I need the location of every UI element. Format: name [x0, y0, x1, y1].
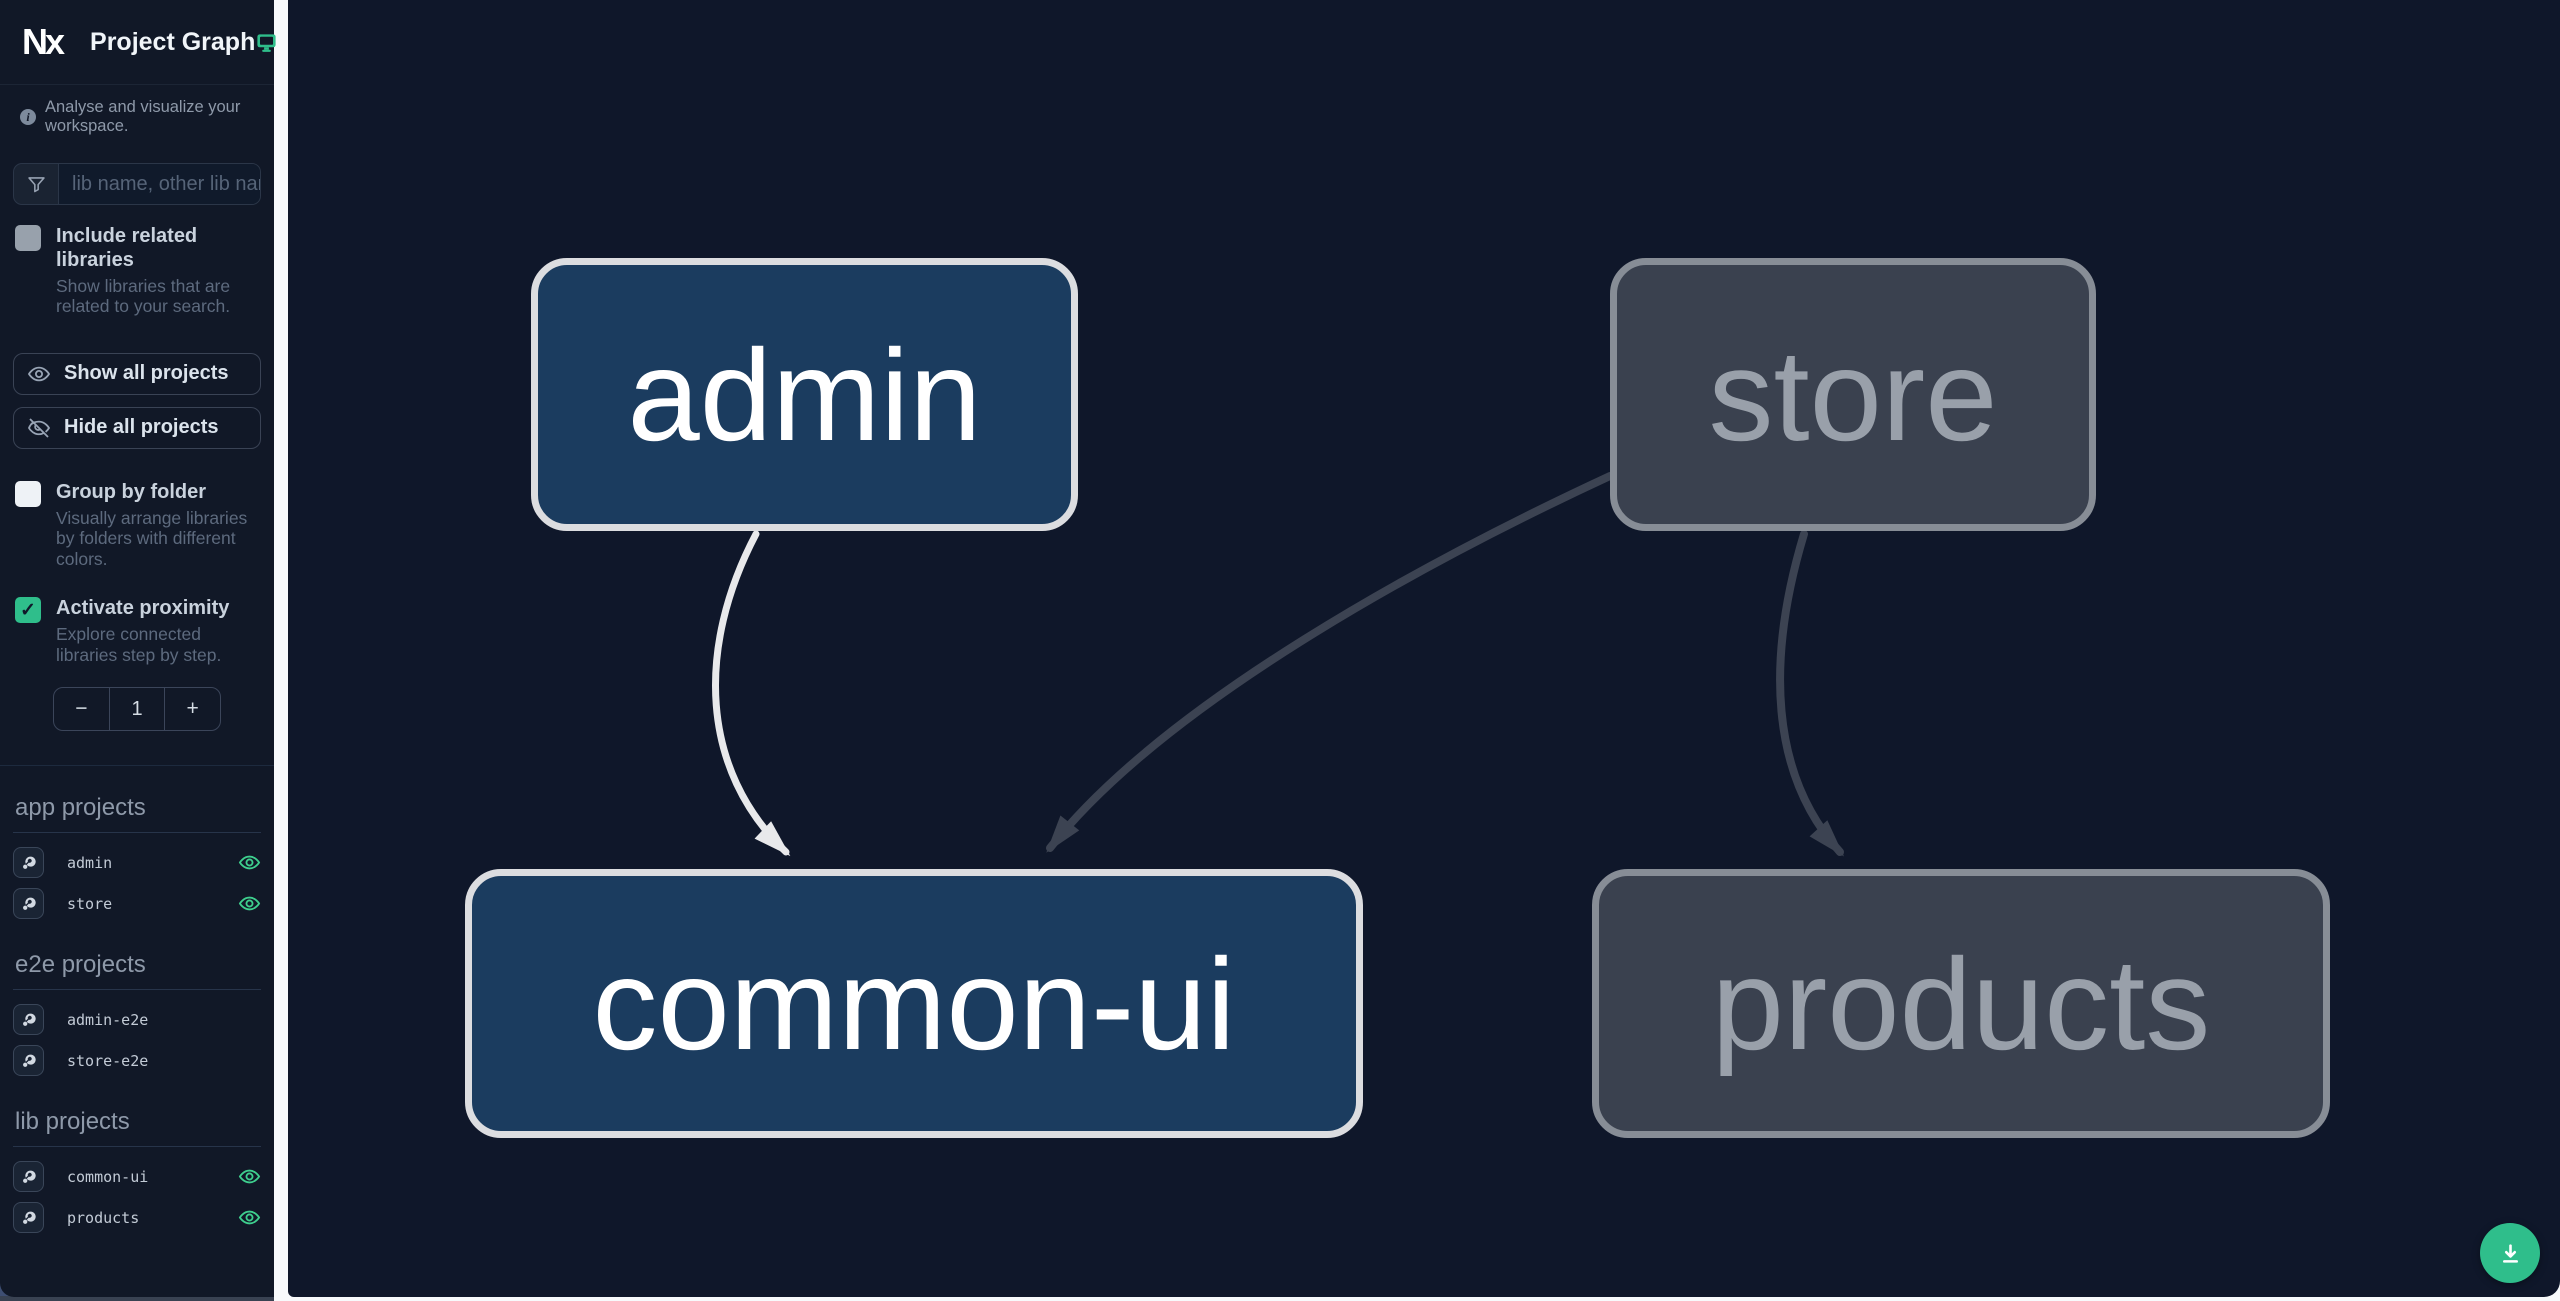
project-row: products — [13, 1197, 261, 1238]
include-related-label: Include related libraries — [56, 225, 198, 271]
project-section: e2e projects admin-e2e store-e2e — [13, 951, 261, 1081]
graph-node-common-ui[interactable]: common-ui — [465, 869, 1363, 1138]
graph-node-products[interactable]: products — [1592, 869, 2330, 1138]
project-search — [13, 163, 261, 205]
activate-proximity-label: Activate proximity — [56, 597, 230, 620]
graph-edges — [712, 472, 1845, 857]
eye-slash-icon — [27, 416, 51, 440]
eye-icon — [27, 362, 51, 386]
focus-project-icon[interactable] — [13, 1202, 44, 1234]
project-name: store-e2e — [67, 1051, 149, 1070]
graph-node-label: common-ui — [592, 930, 1236, 1077]
graph-node-label: admin — [627, 321, 982, 468]
project-name: admin-e2e — [67, 1010, 149, 1029]
project-section-title: lib projects — [13, 1108, 261, 1148]
project-name: common-ui — [67, 1167, 149, 1186]
workspace-hint-text: Analyse and visualize your workspace. — [45, 98, 241, 135]
activate-proximity-description: Explore connected libraries step by step… — [56, 624, 222, 665]
sidebar-bottom-strip — [0, 1296, 274, 1301]
project-row: common-ui — [13, 1156, 261, 1197]
project-row: admin — [13, 842, 261, 883]
project-name: store — [67, 894, 113, 913]
group-by-folder-row: Group by folder Visually arrange librari… — [0, 480, 274, 569]
graph-node-label: products — [1711, 930, 2211, 1077]
include-related-description: Show libraries that are related to your … — [56, 276, 231, 317]
project-section-title: app projects — [13, 794, 261, 834]
graph-edge-admin-common-ui — [712, 530, 791, 857]
group-by-folder-description: Visually arrange libraries by folders wi… — [56, 507, 248, 569]
focus-project-icon[interactable] — [13, 1004, 44, 1036]
project-name: products — [67, 1208, 140, 1227]
show-all-projects-label: Show all projects — [64, 362, 229, 385]
filter-funnel-icon — [14, 164, 58, 204]
eye-icon[interactable] — [238, 1165, 261, 1188]
project-section: lib projects common-ui products — [13, 1108, 261, 1238]
nx-logo: Nx — [22, 21, 65, 62]
graph-canvas[interactable]: admin store common-ui products — [288, 0, 2560, 1297]
eye-icon[interactable] — [238, 851, 261, 874]
eye-icon[interactable] — [238, 892, 261, 915]
show-all-projects-button[interactable]: Show all projects — [13, 352, 261, 395]
sidebar: Nx Project Graph i Analyse and visualize… — [0, 0, 276, 1297]
graph-edge-store-products — [1776, 530, 1845, 857]
download-button[interactable] — [2480, 1223, 2540, 1283]
project-row: store-e2e — [13, 1040, 261, 1081]
activate-proximity-checkbox[interactable]: ✓ — [15, 597, 41, 624]
graph-edge-store-common-ui — [1046, 472, 1614, 853]
activate-proximity-row: ✓ Activate proximity Explore connected l… — [0, 596, 274, 665]
focus-project-icon[interactable] — [13, 1045, 44, 1077]
info-icon: i — [20, 109, 36, 125]
include-related-checkbox[interactable] — [15, 225, 41, 251]
proximity-decrement-button[interactable]: − — [75, 697, 88, 721]
proximity-value: 1 — [108, 688, 166, 731]
hide-all-projects-label: Hide all projects — [64, 416, 219, 439]
focus-project-icon[interactable] — [13, 888, 44, 920]
graph-node-admin[interactable]: admin — [531, 258, 1078, 531]
group-by-folder-label: Group by folder — [56, 480, 206, 503]
project-row: store — [13, 883, 261, 924]
download-icon — [2497, 1240, 2524, 1267]
workspace-hint: i Analyse and visualize your workspace. — [0, 98, 274, 136]
sidebar-header: Nx Project Graph — [0, 0, 276, 85]
proximity-increment-button[interactable]: + — [186, 697, 199, 721]
project-row: admin-e2e — [13, 999, 261, 1040]
hide-all-projects-button[interactable]: Hide all projects — [13, 406, 261, 449]
sidebar-divider — [0, 765, 274, 767]
focus-project-icon[interactable] — [13, 847, 44, 879]
monitor-icon[interactable] — [255, 31, 278, 54]
project-name: admin — [67, 853, 113, 872]
include-related-row: Include related libraries Show libraries… — [0, 224, 274, 317]
eye-icon[interactable] — [238, 1206, 261, 1229]
project-list: app projects admin store e2e projects admin-… — [0, 794, 274, 1238]
focus-project-icon[interactable] — [13, 1161, 44, 1193]
search-input[interactable] — [58, 164, 260, 204]
page-title: Project Graph — [90, 27, 256, 56]
proximity-stepper: − 1 + — [53, 687, 221, 732]
group-by-folder-checkbox[interactable] — [15, 480, 41, 507]
graph-node-store[interactable]: store — [1610, 258, 2096, 531]
project-section-title: e2e projects — [13, 951, 261, 991]
graph-node-label: store — [1708, 321, 1998, 468]
project-section: app projects admin store — [13, 794, 261, 924]
